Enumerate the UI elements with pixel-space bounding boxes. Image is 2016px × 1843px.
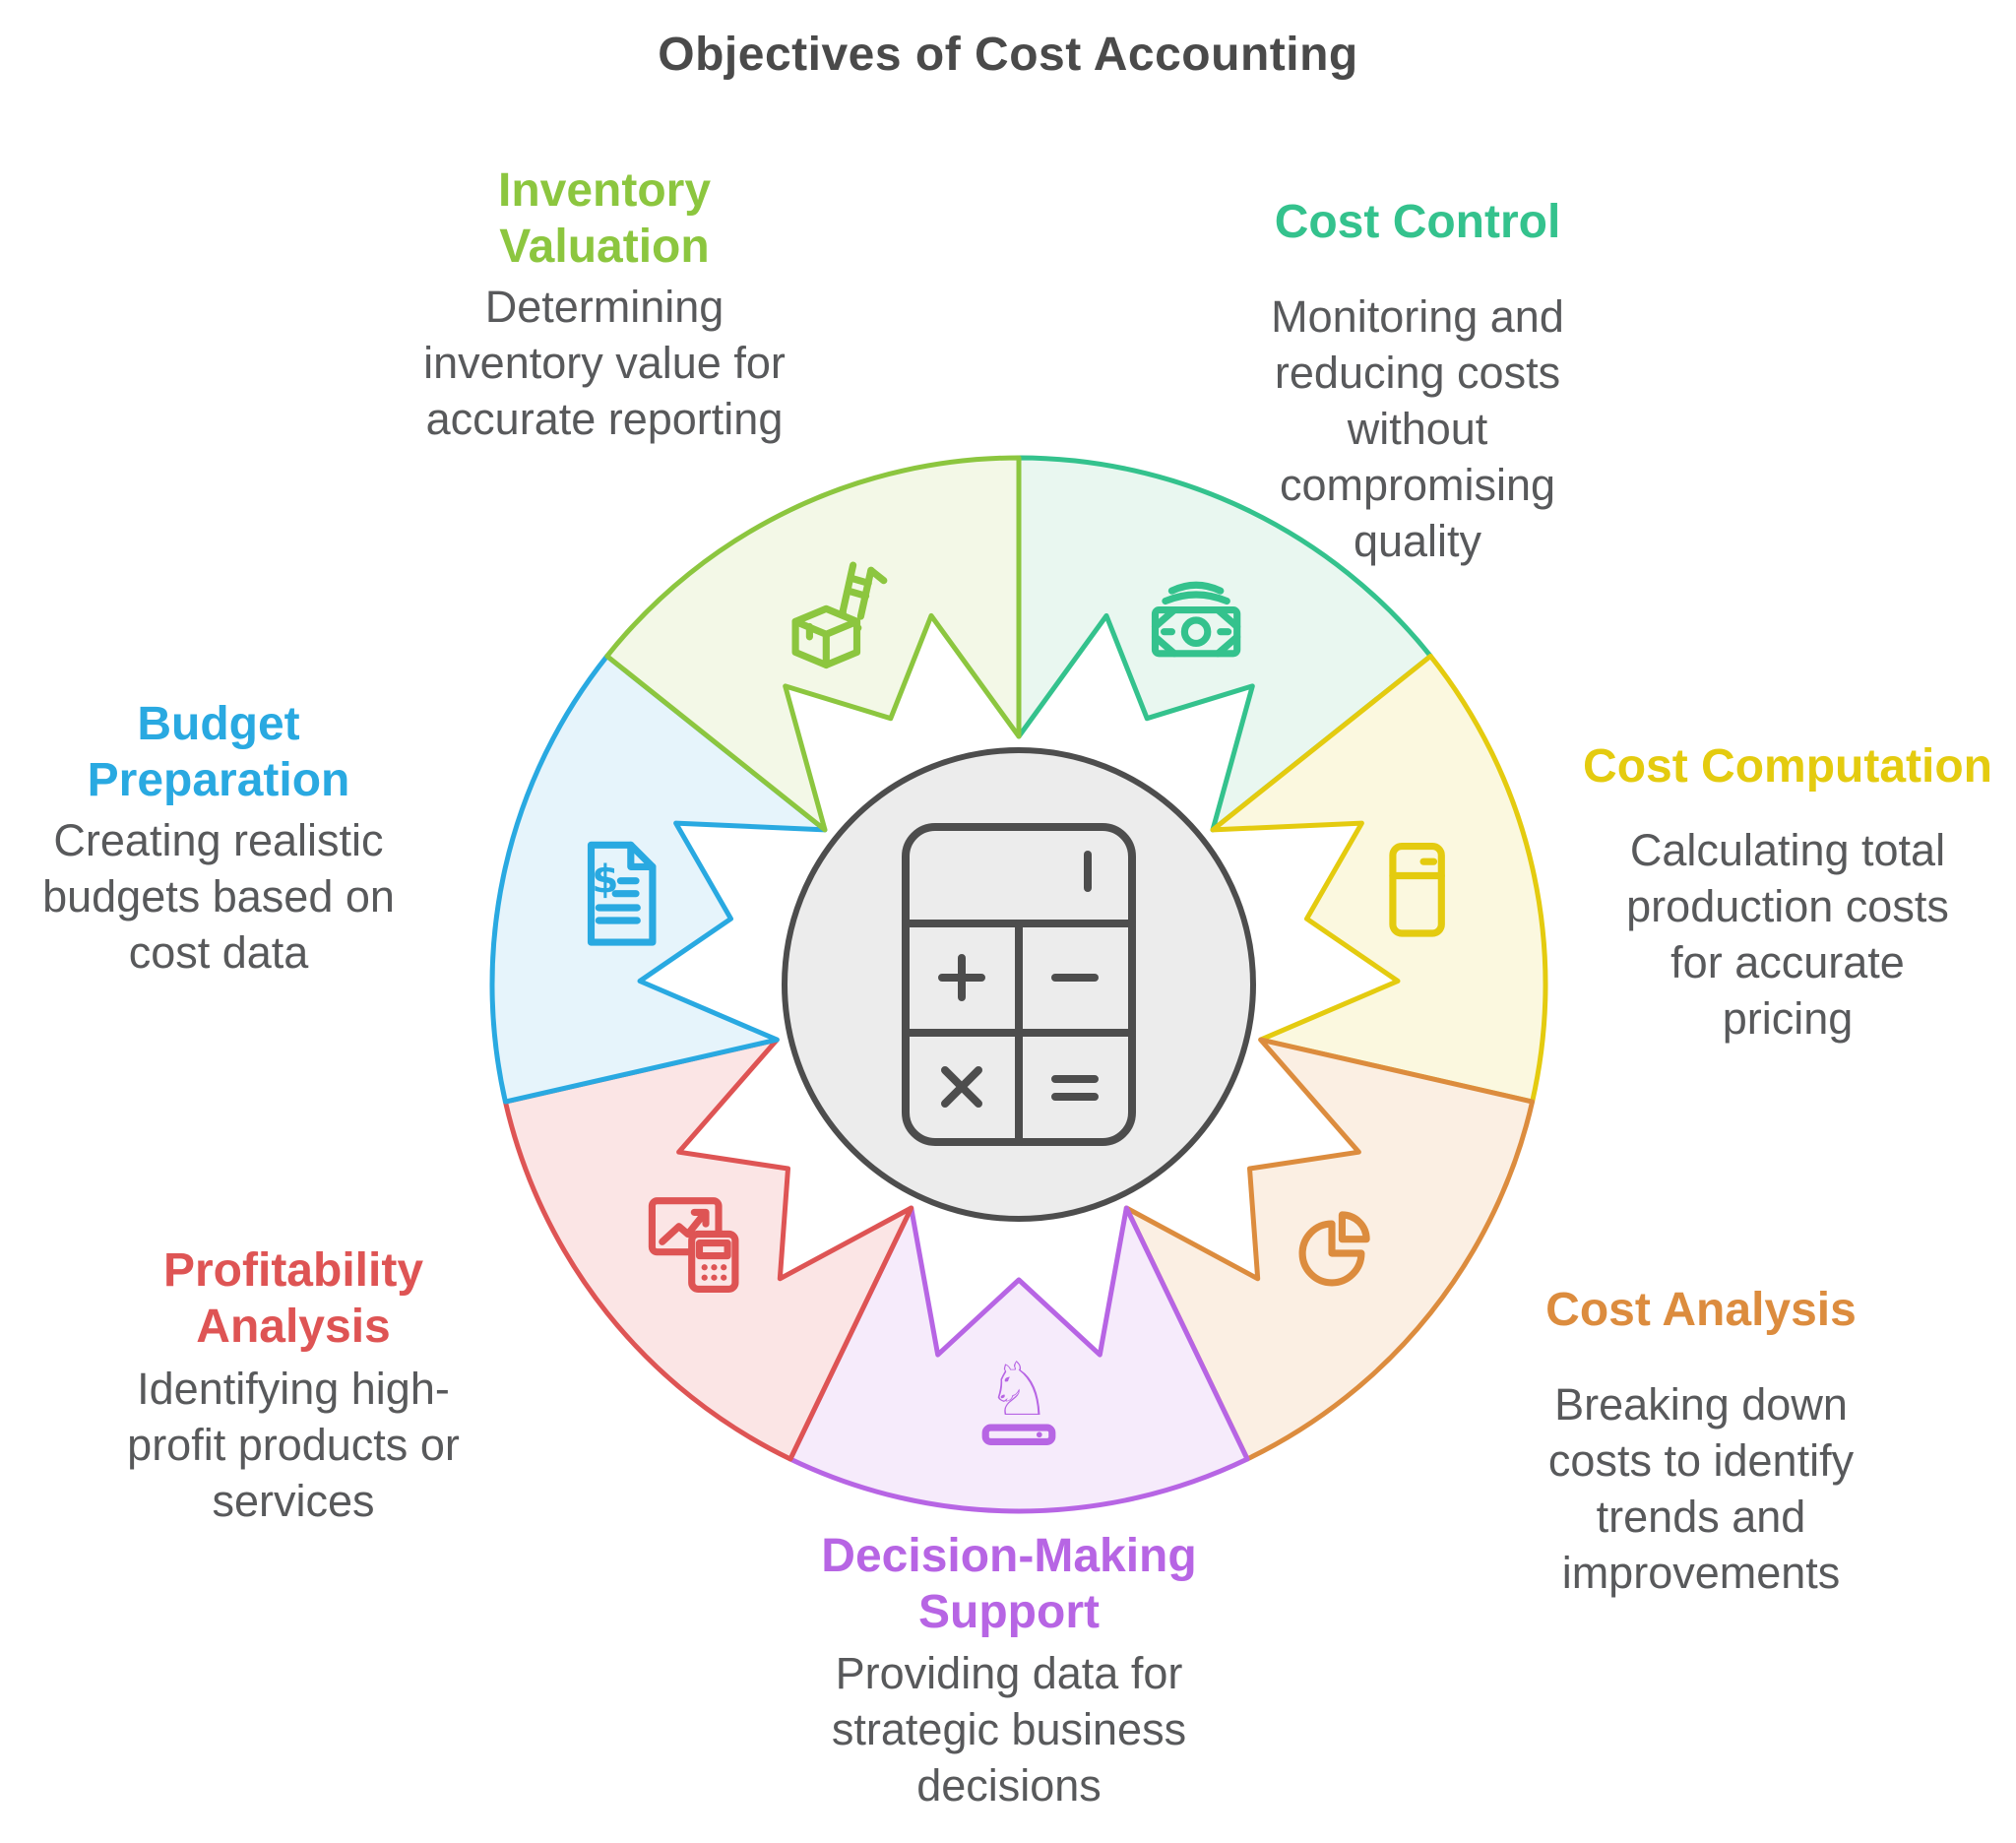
segment-label-cost-control: Cost Control xyxy=(1271,194,1564,250)
segment-desc-line: costs to identify xyxy=(1547,1435,1855,1486)
segment-label-line: Analysis xyxy=(196,1301,391,1353)
segment-label-line: Decision-Making xyxy=(821,1530,1197,1582)
box-handtruck-icon xyxy=(791,561,888,669)
segment-desc-line: without xyxy=(1347,404,1488,454)
dollar-document-icon: $ xyxy=(587,841,657,946)
segment-label-line: Cost Control xyxy=(1274,196,1561,248)
segment-label-line: Profitability xyxy=(162,1244,424,1297)
segment-desc-line: cost data xyxy=(128,927,309,978)
calculator-icon xyxy=(902,823,1136,1146)
segment-desc-line: profit products or xyxy=(127,1420,460,1470)
segment-desc-line: Determining xyxy=(484,282,724,332)
segment-desc-decision-making-support: Providing data for strategic business deci… xyxy=(821,1645,1196,1813)
segment-desc-line: inventory value for xyxy=(423,338,786,388)
segment-desc-line: compromising xyxy=(1279,460,1556,510)
segment-desc-line: production costs xyxy=(1626,881,1949,931)
segment-desc-cost-control: Monitoring and reducing costs without compr… xyxy=(1271,288,1564,569)
segment-desc-line: Breaking down xyxy=(1554,1379,1848,1430)
segment-label-line: Inventory xyxy=(497,164,712,217)
svg-text:♘: ♘ xyxy=(985,1346,1052,1432)
segment-desc-line: services xyxy=(212,1476,375,1526)
segment-desc-profitability-analysis: Identifying high-profit products or servi… xyxy=(127,1361,460,1529)
chess-knight-icon: ♘ xyxy=(981,1346,1056,1445)
segment-label-line: Cost Analysis xyxy=(1545,1284,1857,1336)
segment-label-cost-computation: Cost Computation xyxy=(1583,738,1992,794)
segment-desc-line: reducing costs xyxy=(1274,348,1561,398)
segment-label-line: Preparation xyxy=(87,754,350,806)
segment-desc-line: quality xyxy=(1353,516,1482,566)
page-title: Objectives of Cost Accounting xyxy=(658,29,1358,81)
money-icon xyxy=(1151,581,1241,658)
segment-desc-line: Identifying high- xyxy=(137,1364,450,1414)
segment-desc-line: Calculating total xyxy=(1629,825,1946,875)
segment-desc-inventory-valuation: Determining inventory value for accurate r… xyxy=(423,279,786,447)
segment-label-cost-analysis: Cost Analysis xyxy=(1545,1282,1857,1338)
segment-desc-line: budgets based on xyxy=(42,871,395,922)
segment-label-line: Support xyxy=(918,1586,1100,1638)
pie-chart-icon xyxy=(1298,1211,1370,1287)
segment-label-line: Cost Computation xyxy=(1583,740,1992,793)
segment-label-line: Budget xyxy=(137,698,300,750)
segment-desc-line: decisions xyxy=(916,1760,1102,1811)
segment-desc-line: Monitoring and xyxy=(1271,291,1564,342)
segment-desc-line: accurate reporting xyxy=(425,394,784,444)
segment-desc-line: improvements xyxy=(1561,1548,1841,1598)
segment-desc-line: trends and xyxy=(1596,1492,1806,1542)
calculator-simple-icon xyxy=(1389,843,1445,937)
segment-desc-line: pricing xyxy=(1722,993,1854,1044)
segment-desc-line: Providing data for xyxy=(835,1648,1183,1698)
segment-desc-line: Creating realistic xyxy=(53,815,384,865)
chart-calculator-icon xyxy=(648,1197,739,1293)
segment-desc-line: for accurate xyxy=(1670,937,1905,987)
segment-label-line: Valuation xyxy=(499,221,710,273)
segment-desc-cost-computation: Calculating total production costs for acc… xyxy=(1583,822,1992,1047)
segment-desc-line: strategic business xyxy=(831,1704,1187,1754)
